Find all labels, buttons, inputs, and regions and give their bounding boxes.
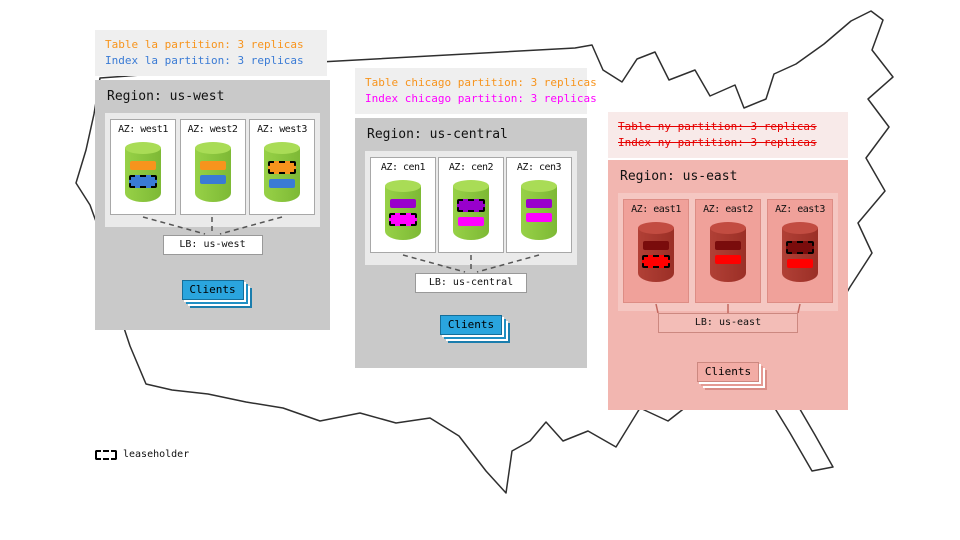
database-cylinder-cen3 bbox=[521, 180, 557, 240]
database-cylinder-west2 bbox=[194, 142, 231, 202]
replica-bars-east1 bbox=[638, 241, 674, 268]
az-box-east1: AZ: east1 bbox=[623, 199, 689, 303]
az-east3-label: AZ: east3 bbox=[775, 204, 825, 215]
us-central-az-panel: AZ: cen1 AZ: cen2 AZ: cen3 bbox=[365, 151, 577, 265]
az-cen2-label: AZ: cen2 bbox=[448, 162, 494, 173]
replica-bars-east2 bbox=[710, 241, 746, 264]
replica-bars-cen3 bbox=[521, 199, 557, 222]
region-us-west: Region: us-west AZ: west1 AZ: west2 bbox=[95, 80, 330, 330]
az-box-east2: AZ: east2 bbox=[695, 199, 761, 303]
az-west3-label: AZ: west3 bbox=[257, 124, 307, 135]
caption-index-la: Index la partition: 3 replicas bbox=[105, 54, 304, 67]
leaseholder-dashed-swatch-icon bbox=[95, 449, 117, 460]
az-east2-label: AZ: east2 bbox=[703, 204, 753, 215]
az-box-east3: AZ: east3 bbox=[767, 199, 833, 303]
database-cylinder-east1 bbox=[638, 222, 674, 282]
database-cylinder-west1 bbox=[125, 142, 161, 202]
replica-bars-west2 bbox=[195, 161, 231, 184]
us-west-az-panel: AZ: west1 AZ: west2 AZ: west3 bbox=[105, 113, 320, 227]
clients-us-west: Clients bbox=[181, 280, 244, 300]
caption-table-la: Table la partition: 3 replicas bbox=[105, 38, 304, 51]
cylinder-top bbox=[453, 180, 489, 192]
database-cylinder-cen2 bbox=[453, 180, 489, 240]
clients-us-central: Clients bbox=[440, 315, 502, 335]
region-us-central: Region: us-central AZ: cen1 AZ: cen2 bbox=[355, 118, 587, 368]
database-cylinder-east2 bbox=[710, 222, 746, 282]
clients-us-east: Clients bbox=[697, 362, 759, 382]
az-box-cen1: AZ: cen1 bbox=[370, 157, 436, 253]
cylinder-body bbox=[453, 186, 489, 240]
cylinder-body bbox=[782, 228, 818, 282]
us-east-az-panel: AZ: east1 AZ: east2 AZ: east3 bbox=[618, 193, 838, 311]
leaseholder-legend-label: leaseholder bbox=[123, 449, 190, 460]
replica-bars-east3 bbox=[782, 241, 818, 268]
cylinder-top bbox=[782, 222, 818, 234]
cylinder-top bbox=[521, 180, 557, 192]
database-cylinder-east3 bbox=[782, 222, 818, 282]
caption-table-ny-struck: Table ny partition: 3 replicas bbox=[618, 120, 817, 133]
west-partition-caption: Table la partition: 3 replicas Index la … bbox=[95, 30, 327, 76]
caption-index-chicago: Index chicago partition: 3 replicas bbox=[365, 92, 597, 105]
az-box-cen3: AZ: cen3 bbox=[506, 157, 572, 253]
caption-index-ny-struck: Index ny partition: 3 replicas bbox=[618, 136, 817, 149]
east-partition-caption: Table ny partition: 3 replicas Index ny … bbox=[608, 112, 848, 158]
cylinder-top bbox=[125, 142, 161, 154]
region-us-east: Region: us-east AZ: east1 AZ: east2 bbox=[608, 160, 848, 410]
cylinder-top bbox=[194, 142, 231, 154]
leaseholder-legend: leaseholder bbox=[95, 449, 189, 460]
replica-bars-west1 bbox=[125, 161, 161, 188]
cylinder-top bbox=[710, 222, 746, 234]
load-balancer-us-west: LB: us-west bbox=[162, 235, 263, 255]
load-balancer-us-east: LB: us-east bbox=[658, 313, 798, 333]
cylinder-top bbox=[638, 222, 674, 234]
central-partition-caption: Table chicago partition: 3 replicas Inde… bbox=[355, 68, 597, 114]
cylinder-body bbox=[264, 148, 300, 202]
replica-bars-cen2 bbox=[453, 199, 489, 226]
region-us-west-title: Region: us-west bbox=[107, 89, 225, 104]
az-box-west2: AZ: west2 bbox=[179, 119, 246, 215]
cylinder-top bbox=[385, 180, 421, 192]
az-west2-label: AZ: west2 bbox=[187, 124, 238, 135]
az-cen1-label: AZ: cen1 bbox=[380, 162, 426, 173]
region-us-east-title: Region: us-east bbox=[620, 169, 738, 184]
cylinder-top bbox=[264, 142, 300, 154]
az-box-west3: AZ: west3 bbox=[249, 119, 315, 215]
az-east1-label: AZ: east1 bbox=[631, 204, 681, 215]
database-cylinder-cen1 bbox=[385, 180, 421, 240]
az-west1-label: AZ: west1 bbox=[118, 124, 168, 135]
load-balancer-us-central: LB: us-central bbox=[415, 273, 527, 293]
region-us-central-title: Region: us-central bbox=[367, 127, 508, 142]
az-box-cen2: AZ: cen2 bbox=[438, 157, 504, 253]
database-cylinder-west3 bbox=[264, 142, 300, 202]
replica-bars-west3 bbox=[264, 161, 300, 188]
az-box-west1: AZ: west1 bbox=[110, 119, 176, 215]
az-cen3-label: AZ: cen3 bbox=[516, 162, 562, 173]
replica-bars-cen1 bbox=[385, 199, 421, 226]
caption-table-chicago: Table chicago partition: 3 replicas bbox=[365, 76, 597, 89]
